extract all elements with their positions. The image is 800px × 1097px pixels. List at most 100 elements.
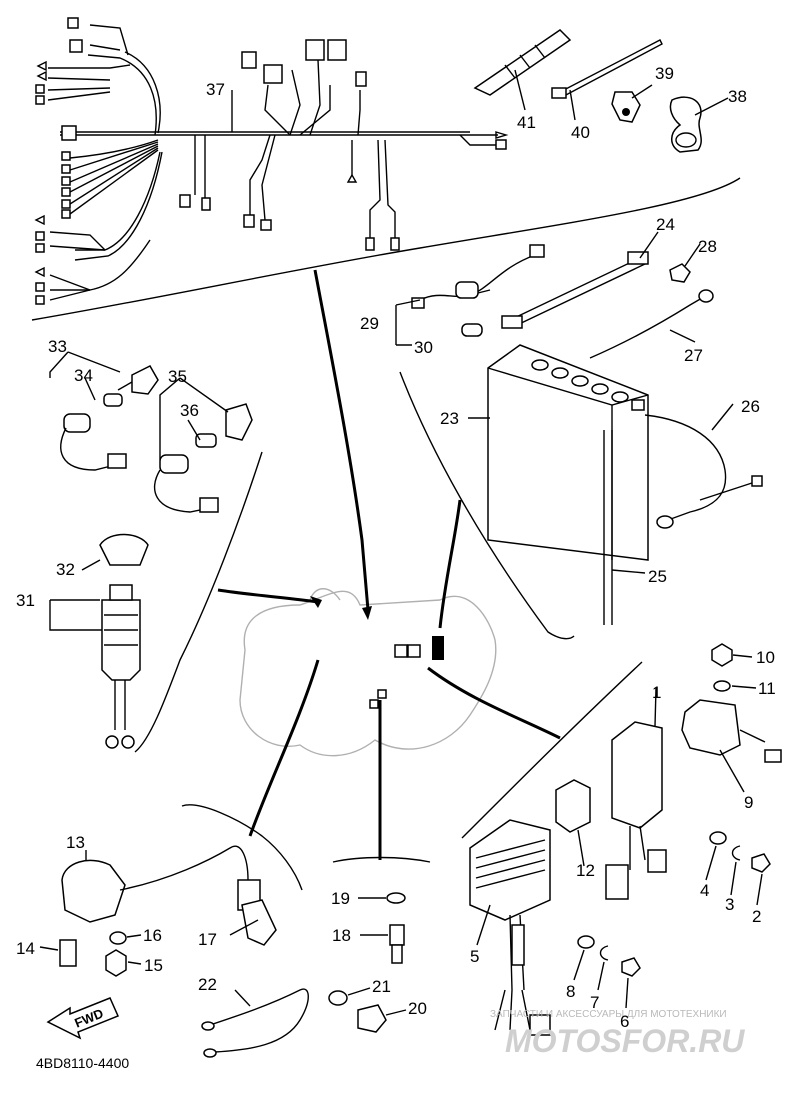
washer-8 [577,935,595,949]
cable-band-41 [473,29,572,96]
wire-harness [34,17,509,305]
leader-battery [438,499,462,629]
washer-21 [328,990,348,1006]
plug-cap-lead-33 [60,413,127,471]
cdi-unit-1 [605,721,667,900]
bolt-20 [357,1004,387,1033]
callout-26: 26 [741,397,760,416]
callout-10: 10 [756,648,775,667]
watermark-logo: MOTOSFOR.RU [505,1023,745,1059]
washer-4 [709,831,727,845]
spring-washer-7 [599,945,609,961]
callout-31: 31 [16,591,35,610]
plug-cap-35 [225,403,253,441]
earth-lead-22 [201,988,309,1058]
battery-band-24 [501,251,649,329]
callout-1: 1 [652,683,661,702]
callout-21: 21 [372,977,391,996]
coil-section-divider [181,804,303,891]
fuse-holder-29 [411,244,545,309]
callout-16: 16 [143,926,162,945]
mainswitch-section-divider [134,451,263,753]
fwd-arrow: FWD [46,997,120,1040]
drawing-code: 4BD8110-4400 [36,1055,129,1071]
washer-11 [713,680,731,692]
ignition-coil-13 [61,845,261,923]
leader-mainswitch [217,588,319,604]
relay-9 [681,699,782,763]
callout-32: 32 [56,560,75,579]
battery-23 [487,344,649,561]
clamp-39 [611,91,641,123]
rectifier-section-divider [461,661,643,839]
leader-coil [248,659,320,837]
battery-lead-26 [644,414,763,529]
callout-41: 41 [517,113,536,132]
nut-10 [711,643,733,667]
breather-pipe-25 [603,430,613,625]
callout-14: 14 [16,939,35,958]
plug-cap-seal-34 [103,393,123,407]
callout-27: 27 [684,346,703,365]
spark-plug-18 [389,924,405,964]
fuse-30 [461,323,483,337]
leader-harness [313,269,370,611]
bolt-6 [621,957,641,977]
main-switch-knob-32 [99,533,149,566]
callout-36: 36 [180,401,199,420]
callout-11: 11 [758,679,776,698]
callout-38: 38 [728,87,747,106]
rectifier-5 [469,819,551,1036]
nut-15 [105,949,127,977]
callout-33: 33 [48,337,67,356]
callout-15: 15 [144,956,163,975]
relay-12 [555,779,591,833]
callout-39: 39 [655,64,674,83]
callout-37: 37 [206,80,225,99]
spring-washer-3 [731,845,741,861]
callout-8: 8 [566,982,575,1001]
plug-cap-17 [241,899,277,946]
battery-lead-27 [589,289,714,359]
callout-17: 17 [198,930,217,949]
callout-13: 13 [66,833,85,852]
bolt-28 [669,263,691,283]
main-switch-31 [101,584,141,749]
leader-lines [39,69,763,1016]
callout-7: 7 [590,993,599,1012]
leader-rectifier [427,666,561,740]
gasket-19 [386,892,406,904]
bolt-2 [751,853,771,873]
bolt-14 [59,939,77,967]
callout-2: 2 [752,907,761,926]
callout-6: 6 [620,1012,629,1031]
callout-35: 35 [168,367,187,386]
callout-labels: 37 41 40 39 38 24 28 29 30 27 23 26 25 3… [16,64,776,1031]
callout-20: 20 [408,999,427,1018]
callout-22: 22 [198,975,217,994]
callout-4: 4 [700,881,709,900]
callout-5: 5 [470,947,479,966]
watermark-subtitle: ЗАПЧАСТИ И АКСЕССУАРЫ ДЛЯ МОТОТЕХНИКИ [490,1009,727,1020]
cable-tie-40 [551,39,663,99]
plug-cap-seal-36 [195,433,217,448]
callout-18: 18 [332,926,351,945]
callout-24: 24 [656,215,675,234]
harness-section-divider [31,177,741,321]
plug-cap-33 [117,365,159,395]
callout-29: 29 [360,314,379,333]
callout-30: 30 [414,338,433,357]
callout-9: 9 [744,793,753,812]
callout-28: 28 [698,237,717,256]
callout-34: 34 [74,366,93,385]
callout-23: 23 [440,409,459,428]
callout-25: 25 [648,567,667,586]
callout-19: 19 [331,889,350,908]
plug-cap-lead-35 [153,454,219,513]
callout-12: 12 [576,861,595,880]
washer-16 [109,931,127,945]
callout-3: 3 [725,895,734,914]
battery-section-divider [399,371,575,640]
callout-40: 40 [571,123,590,142]
